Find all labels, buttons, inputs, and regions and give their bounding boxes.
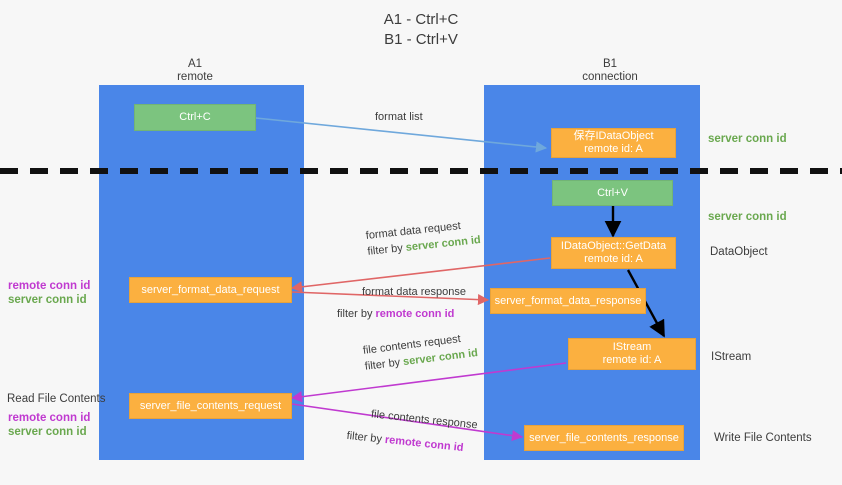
column-b1-sub: connection bbox=[582, 71, 638, 83]
phase-divider bbox=[0, 168, 842, 174]
box-istream[interactable]: IStream remote id: A bbox=[568, 338, 696, 370]
box-server-format-data-request[interactable]: server_format_data_request bbox=[129, 277, 292, 303]
label-file-contents-response-line2: filter by remote conn id bbox=[346, 428, 476, 457]
annotation-left-mid: remote conn id server conn id bbox=[8, 279, 90, 307]
page-title: A1 - Ctrl+C B1 - Ctrl+V bbox=[0, 10, 842, 50]
annotation-left-bottom: remote conn id server conn id bbox=[8, 411, 90, 439]
filter-by-prefix: filter by bbox=[337, 308, 376, 320]
label-file-contents-response: file contents response filter by remote … bbox=[346, 404, 478, 457]
label-format-data-response-line1: format data response bbox=[362, 286, 466, 298]
token-remote-conn-id: remote conn id bbox=[384, 433, 464, 455]
annotation-left-mid-remote: remote conn id bbox=[8, 280, 91, 292]
box-getdata-line2: remote id: A bbox=[584, 253, 643, 265]
column-a1-name: A1 bbox=[187, 58, 203, 70]
annotation-istream: IStream bbox=[711, 351, 752, 363]
annotation-left-mid-server: server conn id bbox=[8, 294, 87, 306]
box-ctrl-c[interactable]: Ctrl+C bbox=[134, 104, 256, 131]
box-save-idataobject[interactable]: 保存IDataObject remote id: A bbox=[551, 128, 676, 158]
box-save-idataobject-line1: 保存IDataObject bbox=[573, 130, 654, 142]
annotation-server-conn-id-second: server conn id bbox=[708, 211, 787, 223]
column-header-b1: B1 connection bbox=[530, 58, 690, 84]
box-server-format-data-response[interactable]: server_format_data_response bbox=[490, 288, 646, 314]
column-a1-sub: remote bbox=[177, 71, 213, 83]
token-remote-conn-id: remote conn id bbox=[375, 308, 455, 320]
label-format-data-request: format data request filter by server con… bbox=[365, 216, 481, 260]
box-ctrl-v[interactable]: Ctrl+V bbox=[552, 180, 673, 206]
box-istream-line2: remote id: A bbox=[602, 354, 662, 366]
annotation-read-file-contents: Read File Contents bbox=[7, 393, 106, 405]
column-header-a1: A1 remote bbox=[120, 58, 270, 84]
box-getdata-line1: IDataObject::GetData bbox=[560, 240, 667, 252]
box-istream-line1: IStream bbox=[612, 341, 652, 353]
label-file-contents-response-line1: file contents response bbox=[370, 408, 479, 432]
filter-by-prefix: filter by bbox=[346, 429, 386, 446]
column-b1-name: B1 bbox=[602, 58, 618, 70]
box-idataobject-getdata[interactable]: IDataObject::GetData remote id: A bbox=[551, 237, 676, 269]
box-save-idataobject-line2: remote id: A bbox=[584, 143, 643, 155]
label-format-list: format list bbox=[375, 111, 423, 123]
filter-by-prefix: filter by bbox=[366, 241, 407, 258]
annotation-server-conn-id-top: server conn id bbox=[708, 133, 787, 145]
title-line-1: A1 - Ctrl+C bbox=[383, 11, 459, 28]
filter-by-prefix: filter by bbox=[364, 356, 404, 373]
label-format-data-response: format data response filter by remote co… bbox=[337, 284, 466, 322]
label-file-contents-request: file contents request filter by server c… bbox=[362, 329, 479, 375]
label-format-data-response-line2: filter by remote conn id bbox=[337, 306, 466, 322]
annotation-dataobject: DataObject bbox=[710, 246, 768, 258]
box-server-file-contents-request[interactable]: server_file_contents_request bbox=[129, 393, 292, 419]
annotation-left-bottom-remote: remote conn id bbox=[8, 412, 91, 424]
annotation-left-bottom-server: server conn id bbox=[8, 426, 87, 438]
annotation-write-file-contents: Write File Contents bbox=[714, 432, 812, 444]
title-line-2: B1 - Ctrl+V bbox=[384, 31, 458, 48]
box-server-file-contents-response[interactable]: server_file_contents_response bbox=[524, 425, 684, 451]
